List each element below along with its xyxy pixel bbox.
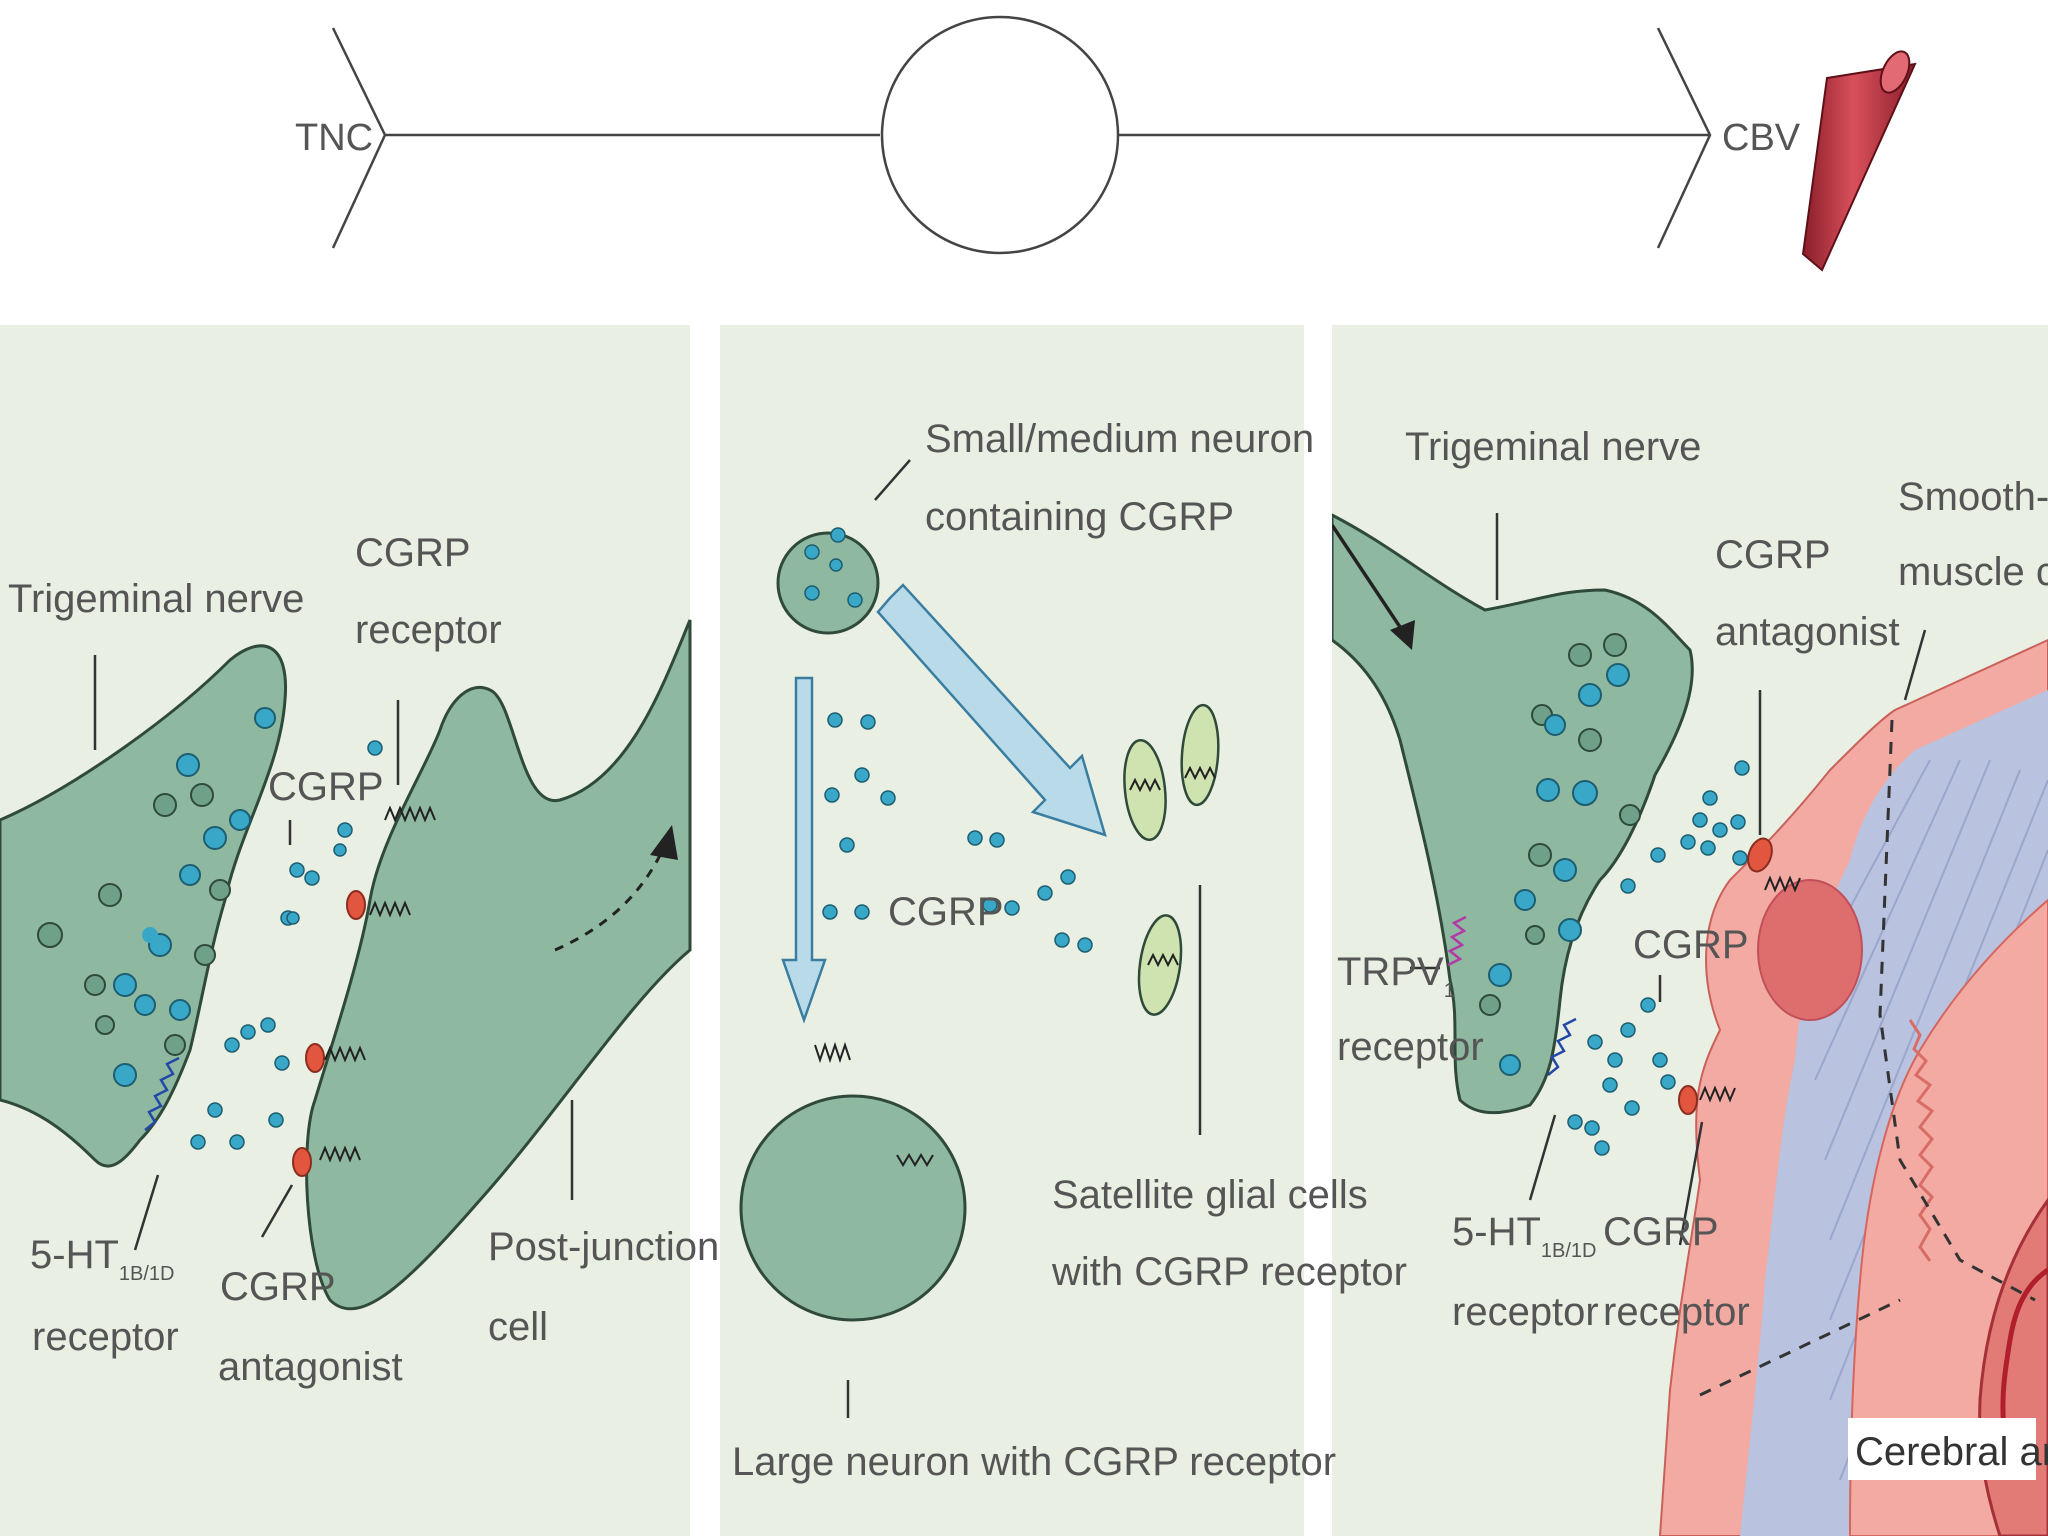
trigeminal-nerve-label: Trigeminal nerve <box>8 577 304 621</box>
smooth-muscle-label-l1: Smooth- <box>1898 475 2048 519</box>
cerebral-artery-label-bg <box>1848 1418 2036 1480</box>
smooth-muscle-nucleus <box>1757 879 1863 1021</box>
blood-vessel-icon <box>1801 50 1917 272</box>
nerve-direction-head <box>1390 620 1415 650</box>
right-chevron <box>1656 27 1712 249</box>
large-neuron <box>739 1094 967 1322</box>
cgrp-antagonist-right-l1: CGRP <box>1715 533 1831 577</box>
trigeminal-nerve-right-label: Trigeminal nerve <box>1405 425 1701 469</box>
leader-smooth-muscle <box>1903 629 1927 701</box>
postjunction-label-l2: cell <box>488 1305 548 1349</box>
5ht-right-label: 5-HT1B/1D <box>1452 1210 1596 1262</box>
cgrp-molecules-right <box>1567 760 1750 1156</box>
postjunction-label-l1: Post-junction <box>488 1225 719 1269</box>
panel-middle: Small/medium neuron containing CGRP CGRP… <box>732 417 1407 1484</box>
5ht-receptor-label-l2: receptor <box>32 1315 179 1359</box>
5ht-receptor-left <box>144 1056 180 1131</box>
smooth-muscle-cell-outline <box>1878 719 2036 1302</box>
nerve-vesicles <box>37 707 276 1087</box>
cgrp-receptor-label-l2: receptor <box>355 608 502 652</box>
trpv-label-l2: receptor <box>1337 1025 1484 1069</box>
cgrp-antagonists <box>292 890 366 1177</box>
cgrp-right-label: CGRP <box>1633 923 1749 967</box>
cgrp-receptors <box>319 805 436 1163</box>
satellite-glial-cells <box>1123 703 1220 1016</box>
glia-receptors <box>1129 765 1216 968</box>
arrow-diagonal <box>876 583 1107 837</box>
signal-arrow-dashed <box>554 844 667 952</box>
cgrp-label: CGRP <box>268 765 384 809</box>
cgrp-middle-label: CGRP <box>888 890 1004 934</box>
panel-middle-bg <box>720 325 1304 1536</box>
smooth-muscle-label-l2: muscle cell <box>1898 550 2048 594</box>
trigeminal-nerve-terminal <box>0 644 288 1168</box>
cgrp-antagonist-right-l2: antagonist <box>1715 610 1900 654</box>
cgrp-receptor-right-l1: CGRP <box>1603 1210 1719 1254</box>
serrated-intima <box>1908 1019 1935 1262</box>
satellite-label-l1: Satellite glial cells <box>1052 1173 1368 1217</box>
leader-5ht-right <box>1528 1114 1557 1201</box>
cbv-label: CBV <box>1722 117 1801 159</box>
cgrp-receptor-label-l1: CGRP <box>355 531 471 575</box>
leader-antagonist-left <box>260 1184 294 1238</box>
5ht-receptor-label: 5-HT1B/1D <box>30 1233 174 1285</box>
cgrp-receptors-right <box>1699 875 1801 1103</box>
leader-cgrp-receptor-right <box>1678 1121 1704 1246</box>
postjunction-cell <box>305 619 692 1311</box>
cgrp-antagonist-label-l2: antagonist <box>218 1345 403 1389</box>
signal-arrowhead <box>650 825 678 860</box>
small-neuron-label-l1: Small/medium neuron <box>925 417 1314 461</box>
arrow-down <box>781 676 827 1024</box>
cerebral-artery-label: Cerebral artery <box>1855 1430 2048 1474</box>
leader-small-neuron <box>874 459 911 501</box>
top-pathway: TNC CBV <box>295 15 1917 272</box>
panel-left: Trigeminal nerve CGRP receptor CGRP 5-HT… <box>0 531 719 1389</box>
5ht-receptor-right <box>1547 1017 1577 1076</box>
large-neuron-label: Large neuron with CGRP receptor <box>732 1440 1336 1484</box>
cgrp-molecules-middle <box>822 712 1093 953</box>
ganglion-circle <box>880 15 1120 255</box>
leader-5ht-left <box>133 1174 160 1251</box>
cgrp-antagonists-right <box>1678 837 1773 1115</box>
small-neuron-label-l2: containing CGRP <box>925 495 1234 539</box>
satellite-label-l2: with CGRP receptor <box>1051 1250 1407 1294</box>
large-neuron-receptors <box>814 1041 934 1167</box>
trpv-label: TRPV1 <box>1337 950 1455 1002</box>
cgrp-molecules <box>190 740 383 1150</box>
cgrp-antagonist-label-l1: CGRP <box>220 1265 336 1309</box>
panel-right <box>1332 513 2048 1536</box>
5ht-right-label-l2: receptor <box>1452 1290 1599 1334</box>
nerve-direction-shaft <box>1332 524 1404 631</box>
cgrp-receptor-right-l2: receptor <box>1603 1290 1750 1334</box>
smooth-muscle-cell-lower <box>1699 1298 1901 1397</box>
trpv1-receptor <box>1447 915 1467 967</box>
elastic-lamina <box>2000 1267 2048 1441</box>
tnc-label: TNC <box>295 117 373 159</box>
neuron-vesicles <box>804 527 863 608</box>
right-nerve-vesicles <box>1479 633 1641 1076</box>
small-medium-neuron <box>776 531 880 635</box>
